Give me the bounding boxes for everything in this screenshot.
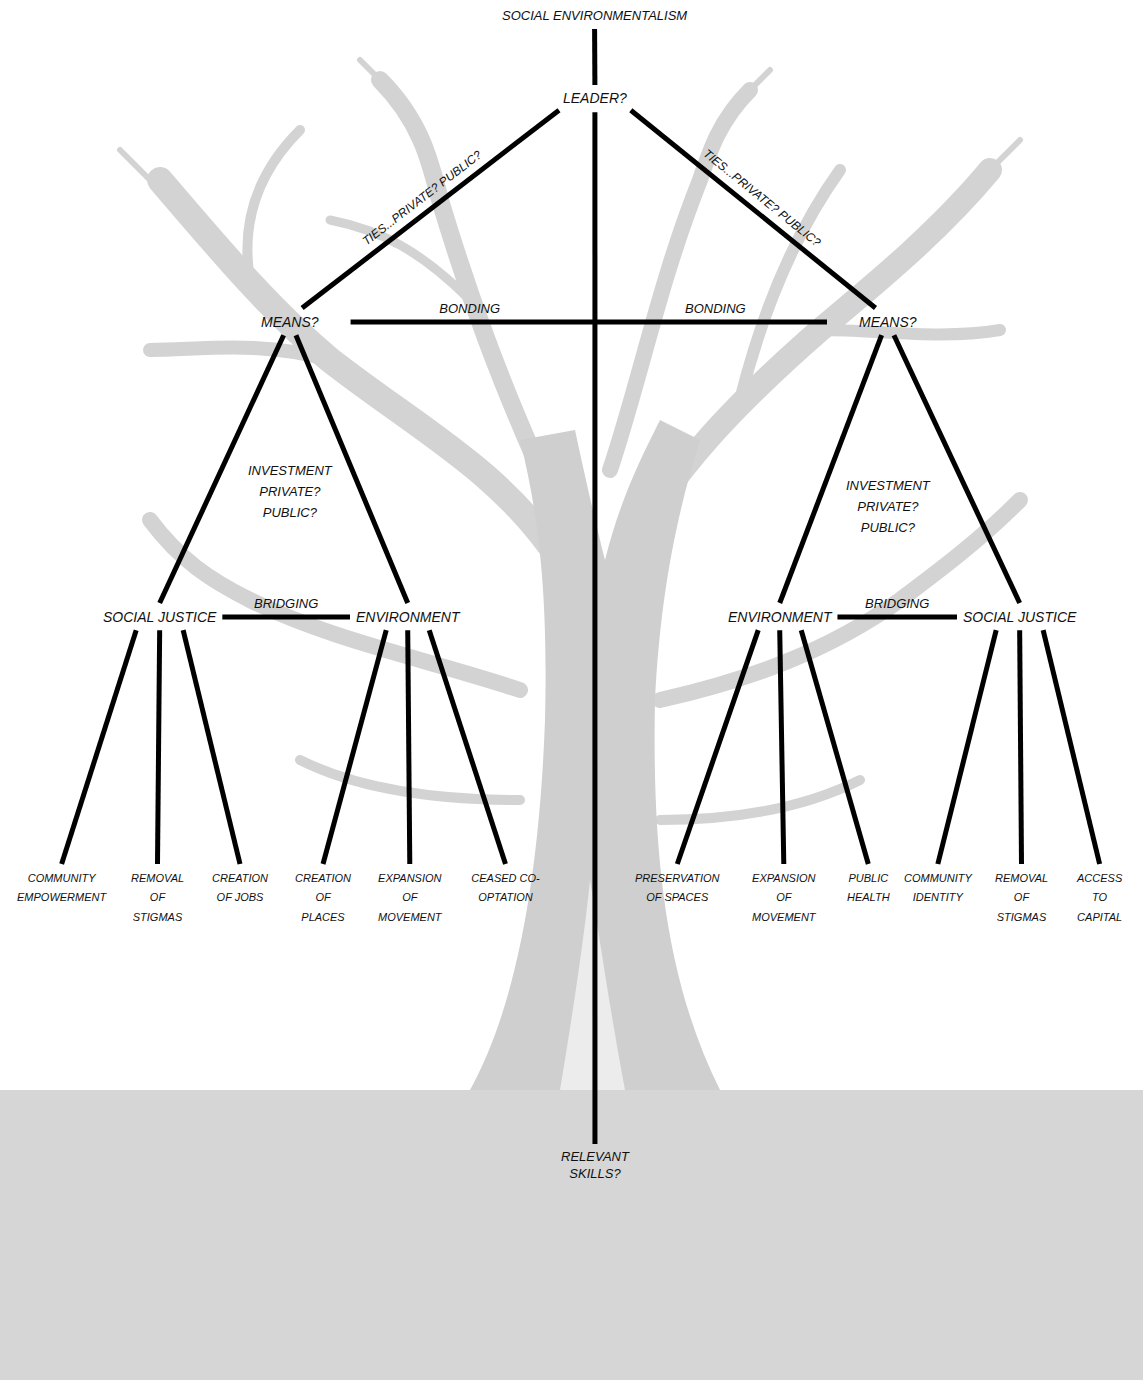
tree-node: CEASED CO-OPTATION — [458, 868, 553, 909]
node-text: RELEVANT SKILLS? — [561, 1149, 629, 1183]
branch-line — [801, 630, 868, 864]
node-text: ACCESS TO CAPITAL — [1077, 869, 1122, 927]
node-text: CREATION OF PLACES — [295, 869, 351, 927]
edge-label: BRIDGING — [865, 596, 929, 611]
tree-node: PRESERVATION OF SPACES — [633, 868, 722, 909]
branch-line — [894, 335, 1020, 603]
tree-node: COMMUNITY IDENTITY — [902, 868, 974, 909]
tree-node: EXPANSION OF MOVEMENT — [750, 868, 818, 928]
branch-line — [677, 630, 758, 864]
tree-node: PUBLIC HEALTH — [845, 868, 892, 909]
node-text: ENVIRONMENT — [356, 608, 459, 626]
tree-node: EXPANSION OF MOVEMENT — [376, 868, 444, 928]
branch-line — [158, 630, 160, 864]
tree-node: SOCIAL JUSTICE — [101, 607, 218, 627]
tree-node: CREATION OF PLACES — [293, 868, 353, 928]
branch-line — [592, 112, 597, 1144]
branch-line — [222, 615, 350, 620]
branch-line — [323, 630, 386, 864]
node-text: REMOVAL OF STIGMAS — [131, 869, 184, 927]
tree-node: ENVIRONMENT — [354, 607, 461, 627]
tree-node: ACCESS TO CAPITAL — [1075, 868, 1124, 928]
node-text: SOCIAL ENVIRONMENTALISM — [502, 8, 687, 25]
node-text: EXPANSION OF MOVEMENT — [752, 869, 816, 927]
ground-band — [0, 1090, 1143, 1380]
branch-line — [302, 110, 559, 308]
tree-node: REMOVAL OF STIGMAS — [129, 868, 186, 928]
node-text: EXPANSION OF MOVEMENT — [378, 869, 442, 927]
branch-line — [183, 630, 240, 864]
tree-node: MEANS? — [259, 312, 321, 332]
annotation-label: INVESTMENT PRIVATE? PUBLIC? — [846, 476, 930, 538]
node-text: PUBLIC HEALTH — [847, 869, 890, 908]
annotation-label: INVESTMENT PRIVATE? PUBLIC? — [248, 461, 332, 523]
tree-node: LEADER? — [561, 88, 629, 108]
tree-node: SOCIAL ENVIRONMENTALISM — [500, 7, 689, 26]
branch-line — [429, 630, 505, 864]
edge-label: BONDING — [439, 301, 500, 316]
branch-line — [780, 630, 784, 864]
branch-line — [837, 615, 957, 620]
branch-line — [631, 110, 876, 308]
node-text: PRESERVATION OF SPACES — [635, 869, 720, 908]
branch-line — [62, 630, 137, 864]
branch-line — [1020, 630, 1022, 864]
branch-line — [780, 335, 882, 603]
tree-node: COMMUNITY EMPOWERMENT — [15, 868, 108, 909]
tree-node: SOCIAL JUSTICE — [961, 607, 1078, 627]
node-text: LEADER? — [563, 89, 627, 107]
branch-line — [938, 630, 996, 864]
node-text: SOCIAL JUSTICE — [103, 608, 216, 626]
branch-line — [351, 320, 827, 325]
branch-line — [408, 630, 410, 864]
branch-line — [1043, 630, 1099, 864]
branch-line — [592, 29, 597, 85]
tree-node: ENVIRONMENT — [726, 607, 833, 627]
tree-node: MEANS? — [857, 312, 919, 332]
node-text: COMMUNITY EMPOWERMENT — [17, 869, 106, 908]
node-text: COMMUNITY IDENTITY — [904, 869, 972, 908]
node-text: CEASED CO-OPTATION — [460, 869, 551, 908]
tree-node: CREATION OF JOBS — [210, 868, 270, 909]
edge-label: BRIDGING — [254, 596, 318, 611]
node-text: SOCIAL JUSTICE — [963, 608, 1076, 626]
node-text: MEANS? — [859, 313, 917, 331]
edge-label: TIES...PRIVATE? PUBLIC? — [701, 147, 824, 250]
node-text: ENVIRONMENT — [728, 608, 831, 626]
node-text: REMOVAL OF STIGMAS — [995, 869, 1048, 927]
node-text: MEANS? — [261, 313, 319, 331]
node-text: CREATION OF JOBS — [212, 869, 268, 908]
tree-node: RELEVANT SKILLS? — [559, 1148, 631, 1184]
annotation-label: BONDING — [685, 301, 746, 316]
tree-node: REMOVAL OF STIGMAS — [993, 868, 1050, 928]
